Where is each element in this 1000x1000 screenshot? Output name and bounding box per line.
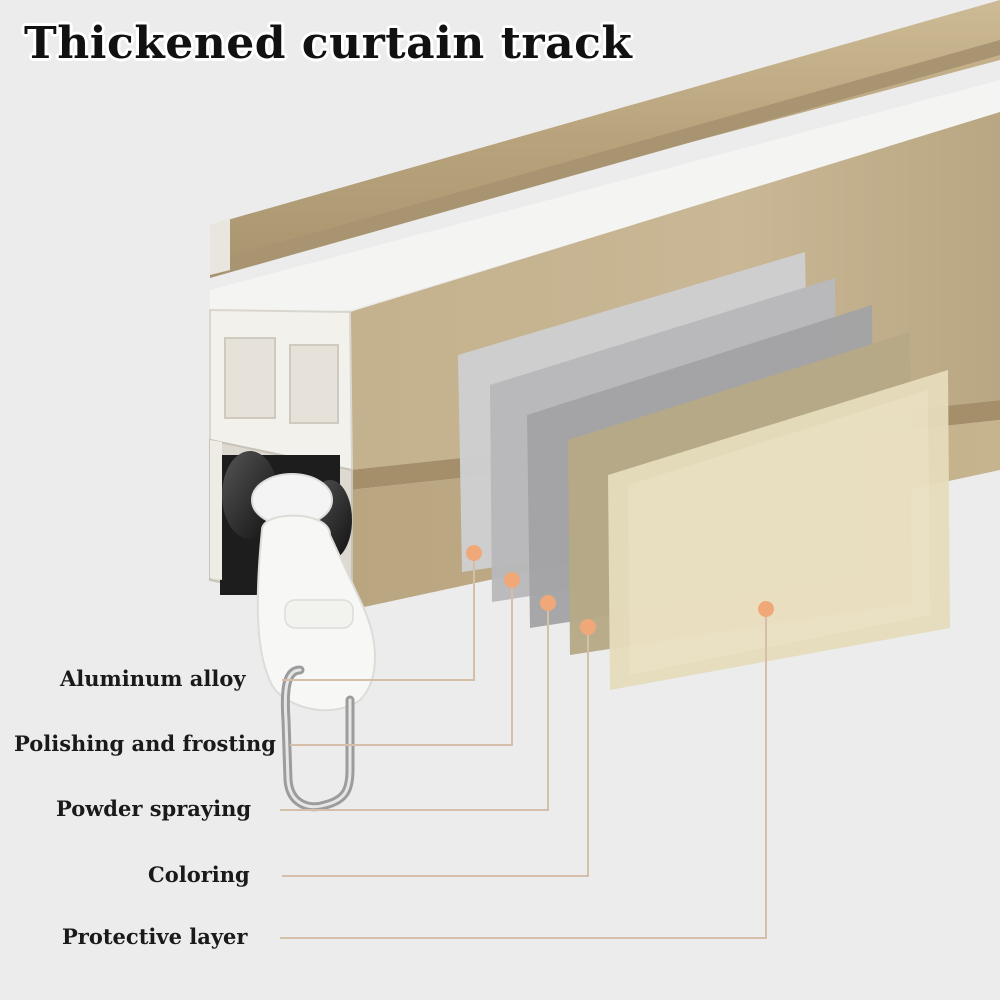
label-coloring: Coloring (148, 862, 250, 887)
label-protective-layer: Protective layer (62, 924, 248, 949)
glider-hook-icon (256, 514, 376, 812)
marker-dot-polishing (504, 572, 520, 588)
marker-dot-protective (758, 601, 774, 617)
marker-dot-aluminum-alloy (466, 545, 482, 561)
marker-dot-powder (540, 595, 556, 611)
label-polishing-and-frosting: Polishing and frosting (14, 731, 276, 756)
leader-line-aluminum-alloy (282, 553, 475, 681)
marker-dots (466, 545, 774, 635)
layer-sheets (458, 252, 950, 690)
leader-line-powder (280, 603, 549, 811)
leader-line-coloring (282, 627, 589, 877)
leader-line-polishing (290, 580, 513, 746)
label-aluminum-alloy: Aluminum alloy (60, 666, 246, 691)
marker-dot-coloring (580, 619, 596, 635)
track-white-band (210, 80, 1000, 318)
track-top-rail (210, 0, 1000, 278)
page-title: Thickened curtain track (24, 18, 633, 69)
label-powder-spraying: Powder spraying (56, 796, 252, 821)
leader-line-protective (280, 609, 767, 939)
leader-lines (280, 553, 767, 939)
